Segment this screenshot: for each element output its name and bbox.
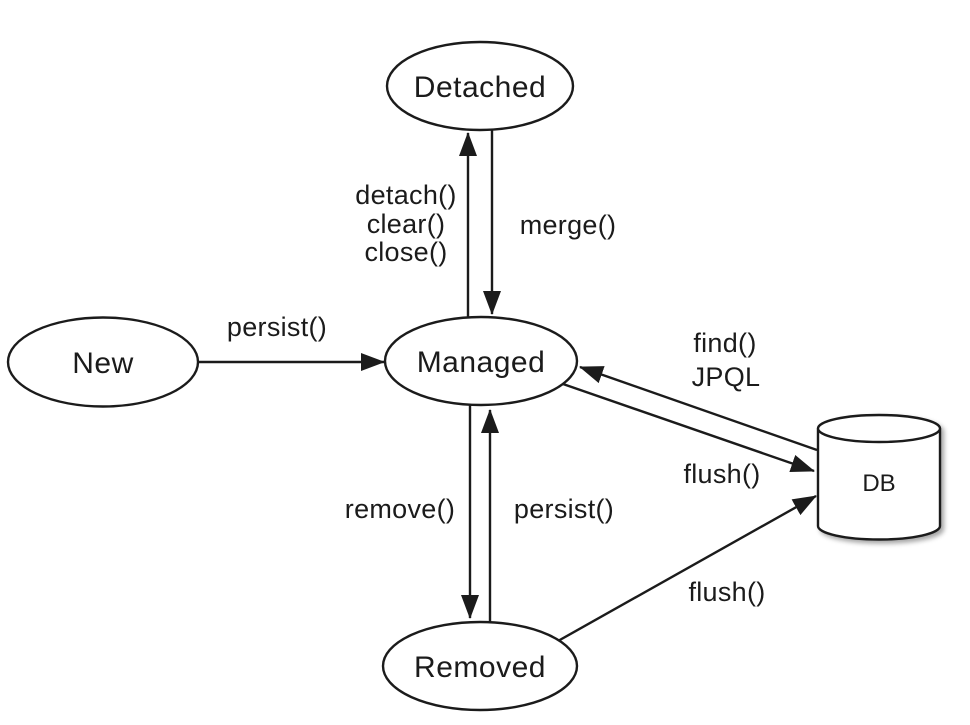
label-persist-new: persist() [227, 312, 327, 342]
label-find-line2: JPQL [692, 362, 761, 392]
removed-ellipse [381, 620, 579, 712]
edge-flush-removed-to-db [557, 494, 817, 643]
db-cylinder-body [816, 428, 942, 541]
node-managed: Managed [383, 315, 579, 407]
node-new: New [6, 316, 200, 408]
detached-label: Detached [414, 71, 546, 104]
label-merge: merge() [520, 210, 617, 240]
detached-ellipse [385, 40, 575, 132]
removed-label: Removed [414, 651, 546, 684]
label-persist-removed: persist() [514, 494, 614, 524]
label-flush-managed: flush() [683, 459, 760, 489]
label-flush-removed: flush() [688, 577, 765, 607]
db-label: DB [862, 470, 895, 497]
label-detach-line3: close() [364, 237, 447, 267]
new-ellipse [6, 316, 200, 408]
edge-flush-managed-to-db [562, 382, 815, 473]
node-removed: Removed [381, 620, 579, 712]
node-detached: Detached [385, 40, 575, 132]
node-db: DB [816, 413, 942, 541]
managed-ellipse [383, 315, 579, 407]
managed-label: Managed [417, 346, 546, 379]
label-find-line1: find() [693, 328, 756, 358]
db-cylinder-top [816, 413, 942, 444]
edge-find-db-to-managed [579, 365, 818, 452]
label-detach-line1: detach() [355, 180, 456, 210]
label-remove: remove() [345, 494, 455, 524]
label-detach-line2: clear() [367, 209, 446, 239]
new-label: New [72, 347, 134, 380]
